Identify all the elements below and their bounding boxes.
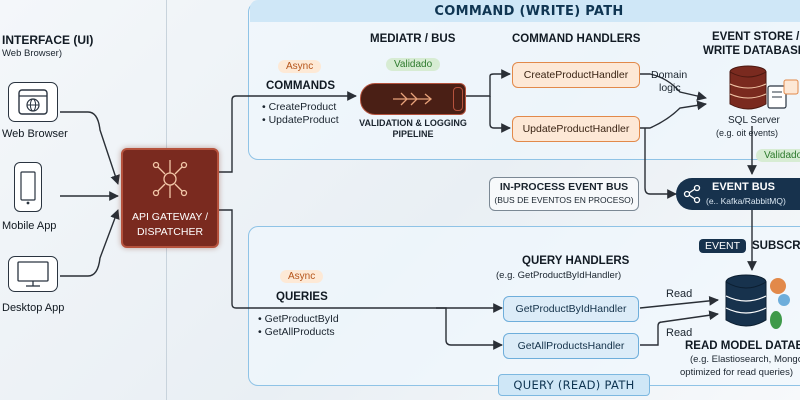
share-nodes-icon — [683, 184, 701, 204]
command-path-banner: COMMAND (WRITE) PATH — [250, 0, 800, 22]
create-product-handler[interactable]: CreateProductHandler — [512, 62, 640, 88]
queries-title: QUERIES — [276, 291, 328, 303]
pipeline-end-cap — [453, 87, 463, 111]
event-store-sub-line2: (e.g. oit events) — [716, 128, 779, 138]
event-bus-box[interactable]: EVENT BUS (e.. Kafka/RabbitMQ) — [676, 178, 800, 210]
command-update-product: UpdateProduct — [262, 114, 339, 127]
arrow-queries-to-getall — [436, 307, 503, 350]
mobile-app-box[interactable] — [14, 162, 42, 212]
read-database-icon — [725, 274, 790, 329]
query-get-product-by-id: GetProductById — [258, 313, 339, 326]
read-db-title: READ MODEL DATABA — [685, 340, 800, 352]
domain-logic-line2: logic — [659, 82, 681, 94]
arrow-pipeline-to-create — [464, 69, 511, 97]
arrow-create-to-store — [638, 73, 707, 101]
command-path-title: COMMAND (WRITE) PATH — [434, 3, 624, 19]
pipeline-label-line1: VALIDATION & LOGGING — [359, 118, 467, 128]
get-product-by-id-handler[interactable]: GetProductByIdHandler — [503, 296, 639, 322]
subscribe-label: SUBSCRI — [752, 240, 800, 252]
mobile-app-label: Mobile App — [2, 220, 57, 232]
query-handlers-sub: (e.g. GetProductByIdHandler) — [496, 270, 622, 281]
update-product-handler[interactable]: UpdateProductHandler — [512, 116, 640, 142]
arrow-update-to-eventbus — [644, 128, 677, 199]
desktop-app-box[interactable] — [8, 256, 58, 292]
arrow-desktop-to-gateway — [60, 209, 120, 277]
arrow-pipeline-to-update — [489, 96, 511, 133]
globe-icon — [18, 89, 48, 115]
smartphone-icon — [20, 171, 36, 205]
query-path-title: QUERY (READ) PATH — [513, 378, 635, 392]
read-db-sub-line1: (e.g. Elastiosearch, MongoO — [690, 354, 800, 365]
command-create-product: CreateProduct — [262, 101, 339, 114]
client-title: INTERFACE (UI) — [2, 33, 94, 47]
gateway-label-line1: API GATEWAY / — [131, 211, 209, 223]
gateway-label-line2: DISPATCHER — [136, 226, 204, 238]
event-store-validado-badge: Validado — [756, 149, 800, 162]
event-bus-sub: (e.. Kafka/RabbitMQ) — [706, 196, 786, 206]
queries-async-badge: Async — [280, 270, 324, 283]
queries-list: GetProductById GetAllProducts — [258, 313, 339, 339]
web-browser-label: Web Browser — [2, 128, 68, 140]
query-get-all-products: GetAllProducts — [258, 326, 339, 339]
web-browser-box[interactable] — [8, 82, 58, 122]
arrow-update-to-store — [638, 100, 707, 129]
arrow-web-to-gateway — [60, 111, 120, 185]
read-label-2: Read — [666, 327, 693, 339]
event-store-title-line1: EVENT STORE / — [712, 31, 800, 43]
monitor-icon — [17, 261, 49, 287]
query-handlers-title: QUERY HANDLERS — [522, 255, 630, 267]
event-pill: EVENT — [699, 239, 747, 253]
commands-title: COMMANDS — [266, 80, 335, 92]
pipeline-flow-icon — [393, 92, 433, 106]
validation-pipeline[interactable] — [360, 83, 466, 115]
arrow-gateway-to-queries — [215, 209, 503, 313]
get-all-products-handler[interactable]: GetAllProductsHandler — [503, 333, 639, 359]
domain-logic-line1: Domain — [651, 69, 688, 81]
desktop-app-label: Desktop App — [2, 302, 65, 314]
arrow-getall-to-readdb — [640, 310, 719, 346]
client-subtitle: Web Browser) — [2, 48, 63, 59]
in-process-bus-title: IN-PROCESS EVENT BUS — [499, 181, 629, 193]
command-handlers-title: COMMAND HANDLERS — [512, 33, 641, 45]
commands-async-badge: Async — [278, 60, 322, 73]
commands-list: CreateProduct UpdateProduct — [262, 101, 339, 127]
mediator-title: MEDIATR / BUS — [370, 33, 456, 45]
event-store-title-line2: WRITE DATABASE — [703, 45, 800, 57]
arrow-gateway-to-commands — [215, 91, 357, 173]
pipeline-validado-badge: Validado — [386, 58, 441, 71]
api-gateway-box[interactable]: API GATEWAY / DISPATCHER — [121, 148, 219, 248]
arrow-getbyid-to-readdb — [639, 296, 719, 309]
read-label-1: Read — [666, 288, 693, 300]
database-icon — [729, 65, 799, 110]
event-bus-title: EVENT BUS — [712, 181, 775, 193]
pipeline-label-line2: PIPELINE — [392, 129, 434, 139]
network-hub-icon — [152, 160, 188, 198]
in-process-bus-sub: (BUS DE EVENTOS EN PROCESO) — [494, 195, 634, 205]
read-db-sub-line2: optimized for read queries) — [680, 367, 793, 378]
event-store-sub-line1: SQL Server — [728, 115, 780, 126]
in-process-event-bus[interactable]: IN-PROCESS EVENT BUS (BUS DE EVENTOS EN … — [489, 177, 639, 211]
query-path-banner: QUERY (READ) PATH — [498, 374, 650, 396]
